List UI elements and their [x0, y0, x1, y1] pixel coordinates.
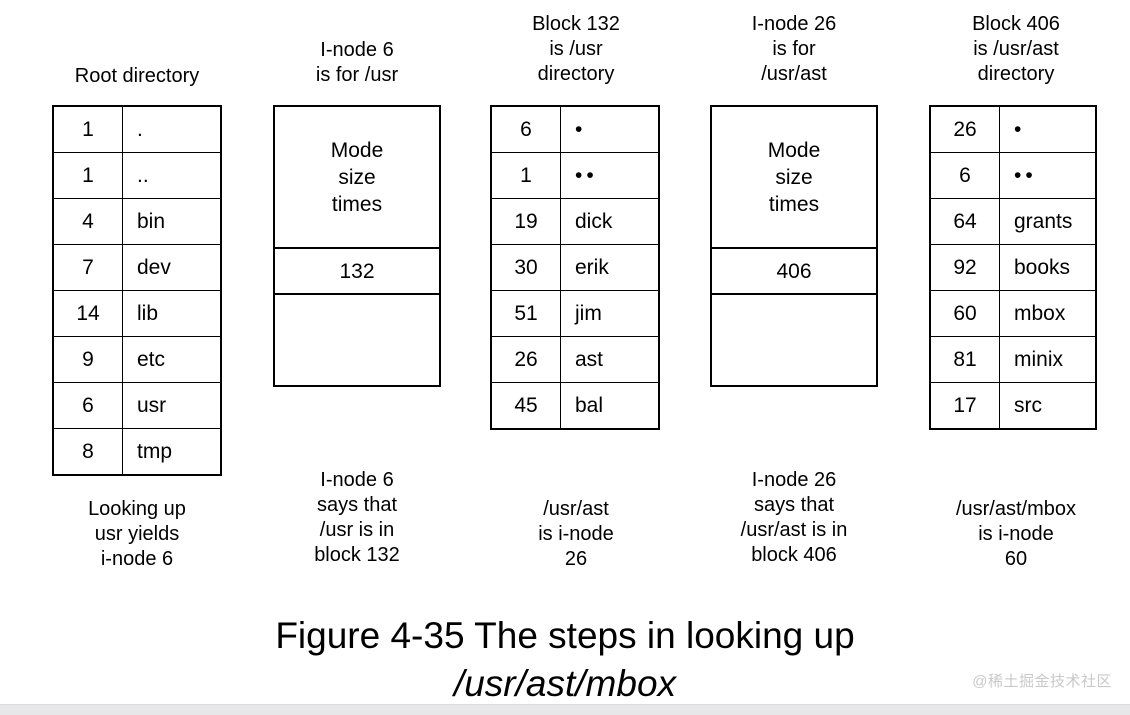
table-row: 1 ..: [52, 152, 222, 199]
inode-block-pointer-cell: 406: [712, 249, 876, 295]
table-row: 81 minix: [929, 336, 1097, 383]
column-header-block-406: Block 406 is /usr/ast directory: [972, 13, 1060, 85]
inode-number: 4: [52, 198, 123, 245]
table-row: 6 usr: [52, 382, 222, 429]
entry-name: ast: [560, 336, 660, 383]
entry-name: lib: [122, 290, 222, 337]
inode-number: 1: [52, 152, 123, 199]
column-footer-inode-6: I-node 6 says that /usr is in block 132: [314, 469, 400, 566]
column-header-block-132: Block 132 is /usr directory: [532, 13, 620, 85]
inode-box-26: Mode size times 406: [710, 105, 878, 387]
entry-name: grants: [999, 198, 1097, 245]
entry-name-dot: •: [999, 105, 1097, 153]
entry-name: jim: [560, 290, 660, 337]
entry-name: minix: [999, 336, 1097, 383]
column-footer-block-132: /usr/ast is i-node 26: [538, 498, 614, 570]
inode-empty-cell: [712, 295, 876, 384]
inode-number: 8: [52, 428, 123, 476]
dot-glyph: •: [575, 117, 587, 141]
inode-number: 7: [52, 244, 123, 291]
table-row: 9 etc: [52, 336, 222, 383]
inode-number: 6: [52, 382, 123, 429]
inode-attributes-cell: Mode size times: [712, 107, 876, 249]
table-row: 4 bin: [52, 198, 222, 245]
table-row: 7 dev: [52, 244, 222, 291]
inode-number: 60: [929, 290, 1000, 337]
inode-number: 64: [929, 198, 1000, 245]
table-row: 6 •: [490, 105, 660, 153]
directory-table-block-132-body: 6 • 1 •• 19 dick 30 erik 51 jim: [490, 105, 660, 430]
table-row: 45 bal: [490, 382, 660, 430]
inode-number: 1: [490, 152, 561, 199]
inode-number: 19: [490, 198, 561, 245]
entry-name: src: [999, 382, 1097, 430]
inode-number: 14: [52, 290, 123, 337]
inode-empty-cell: [275, 295, 439, 384]
inode-number: 92: [929, 244, 1000, 291]
inode-number: 17: [929, 382, 1000, 430]
inode-attributes-cell: Mode size times: [275, 107, 439, 249]
column-footer-inode-26: I-node 26 says that /usr/ast is in block…: [740, 469, 848, 566]
entry-name: bal: [560, 382, 660, 430]
table-row: 60 mbox: [929, 290, 1097, 337]
directory-table-root-body: 1 . 1 .. 4 bin 7 dev 14 lib: [52, 105, 222, 476]
entry-name: dev: [122, 244, 222, 291]
inode-number: 30: [490, 244, 561, 291]
entry-name: tmp: [122, 428, 222, 476]
entry-name-dot: •: [560, 105, 660, 153]
inode-number: 1: [52, 105, 123, 153]
directory-table-block-132: 6 • 1 •• 19 dick 30 erik 51 jim: [490, 105, 660, 430]
inode-box-6: Mode size times 132: [273, 105, 441, 387]
inode-number: 26: [929, 105, 1000, 153]
column-footer-block-406: /usr/ast/mbox is i-node 60: [955, 498, 1077, 570]
column-footer-root-directory: Looking up usr yields i-node 6: [88, 498, 186, 570]
table-row: 26 •: [929, 105, 1097, 153]
table-row: 6 ••: [929, 152, 1097, 199]
entry-name: ..: [122, 152, 222, 199]
table-row: 19 dick: [490, 198, 660, 245]
entry-name-dotdot: ••: [999, 152, 1097, 199]
inode-number: 6: [490, 105, 561, 153]
entry-name: .: [122, 105, 222, 153]
entry-name-dotdot: ••: [560, 152, 660, 199]
dotdot-glyph: ••: [1014, 163, 1037, 187]
inode-number: 26: [490, 336, 561, 383]
entry-name: usr: [122, 382, 222, 429]
figure-title-line-1: Figure 4-35 The steps in looking up: [275, 615, 855, 656]
entry-name: etc: [122, 336, 222, 383]
column-header-inode-26: I-node 26 is for /usr/ast: [751, 13, 837, 85]
watermark: @稀土掘金技术社区: [972, 673, 1112, 690]
dot-glyph: •: [1014, 117, 1026, 141]
inode-number: 9: [52, 336, 123, 383]
table-row: 1 .: [52, 105, 222, 153]
table-row: 1 ••: [490, 152, 660, 199]
table-row: 51 jim: [490, 290, 660, 337]
table-row: 8 tmp: [52, 428, 222, 476]
entry-name: dick: [560, 198, 660, 245]
entry-name: mbox: [999, 290, 1097, 337]
dotdot-glyph: ••: [575, 163, 598, 187]
directory-table-root: 1 . 1 .. 4 bin 7 dev 14 lib: [52, 105, 222, 476]
inode-number: 6: [929, 152, 1000, 199]
inode-block-pointer-cell: 132: [275, 249, 439, 295]
entry-name: bin: [122, 198, 222, 245]
table-row: 26 ast: [490, 336, 660, 383]
bottom-strip: [0, 704, 1130, 715]
column-header-root-directory: Root directory: [74, 65, 200, 87]
figure-title-line-2: /usr/ast/mbox: [453, 663, 677, 704]
entry-name: books: [999, 244, 1097, 291]
table-row: 17 src: [929, 382, 1097, 430]
inode-number: 45: [490, 382, 561, 430]
directory-table-block-406-body: 26 • 6 •• 64 grants 92 books 60 mbox: [929, 105, 1097, 430]
directory-table-block-406: 26 • 6 •• 64 grants 92 books 60 mbox: [929, 105, 1097, 430]
inode-number: 81: [929, 336, 1000, 383]
table-row: 30 erik: [490, 244, 660, 291]
entry-name: erik: [560, 244, 660, 291]
figure-title: Figure 4-35 The steps in looking up /usr…: [0, 612, 1130, 708]
column-header-inode-6: I-node 6 is for /usr: [315, 39, 399, 86]
table-row: 14 lib: [52, 290, 222, 337]
inode-number: 51: [490, 290, 561, 337]
table-row: 92 books: [929, 244, 1097, 291]
table-row: 64 grants: [929, 198, 1097, 245]
